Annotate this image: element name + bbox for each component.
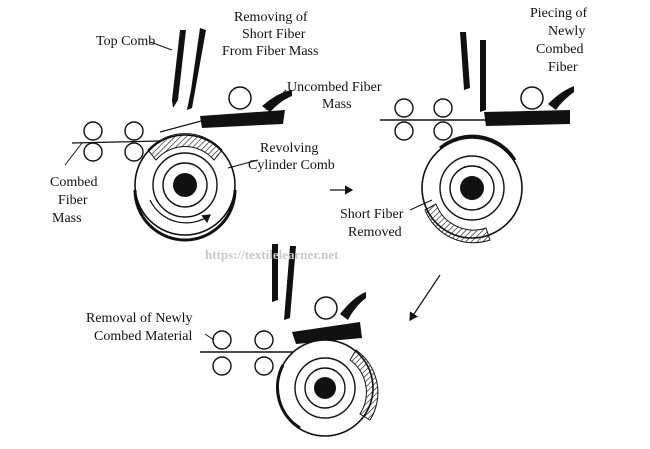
label-removal-2: Combed Material: [94, 329, 192, 344]
stage-3-removal: [200, 244, 379, 437]
detaching-roller-s2-2: [394, 121, 414, 141]
feed-roller: [228, 86, 252, 110]
detaching-roller-bottom-1: [83, 142, 103, 162]
feed-roller-s3: [314, 296, 338, 320]
cylinder-rim: [133, 189, 237, 242]
label-removing-1: Removing of: [234, 10, 308, 25]
detaching-roller-s3-3: [254, 330, 274, 350]
detaching-roller-s2-3: [433, 98, 453, 118]
leader-revolving: [227, 159, 259, 169]
top-comb-blade-s3: [272, 244, 278, 302]
detaching-roller-bottom-2: [124, 142, 144, 162]
stage-2-piecing: [380, 32, 574, 244]
detaching-roller-s3-4: [254, 356, 274, 376]
nipper-knife-s3: [340, 292, 366, 320]
detaching-roller-s2-4: [433, 121, 453, 141]
label-uncombed-1: Uncombed Fiber: [287, 80, 382, 95]
cylinder-shaft-s3: [314, 377, 336, 399]
cylinder-shaft: [173, 173, 197, 197]
top-comb-blade-s2b: [480, 40, 486, 112]
stage-1-combing: [64, 28, 292, 242]
cylinder-comb-hatched-s2: [424, 203, 491, 244]
label-revolving-2: Cylinder Comb: [248, 158, 335, 173]
label-short-fiber-2: Removed: [348, 225, 402, 240]
label-combed-3: Mass: [52, 211, 82, 226]
cylinder-comb-hatched-s3: [349, 349, 379, 421]
label-combed-1: Combed: [50, 175, 97, 190]
label-revolving-1: Revolving: [260, 141, 318, 156]
detaching-roller-top-2: [124, 121, 144, 141]
cylinder-shaft-s2: [460, 176, 484, 200]
detaching-roller-s2-1: [394, 98, 414, 118]
leader-combed: [64, 142, 83, 166]
rotation-arrow: [149, 199, 211, 224]
label-uncombed-2: Mass: [322, 97, 352, 112]
detaching-roller-s3-2: [212, 356, 232, 376]
label-removing-2: Short Fiber: [242, 27, 306, 42]
detaching-roller-top-1: [83, 121, 103, 141]
feed-roller-s2: [520, 86, 544, 110]
label-removing-3: From Fiber Mass: [222, 44, 318, 59]
top-comb-blade: [172, 30, 186, 108]
fiber-fringe: [159, 119, 206, 133]
label-piecing-1: Piecing of: [530, 6, 587, 21]
combed-web: [71, 140, 161, 144]
cylinder-rim-s2: [439, 134, 517, 161]
flow-arrow-2: [409, 274, 441, 321]
label-top-comb: Top Comb: [96, 34, 155, 49]
label-combed-2: Fiber: [58, 193, 88, 208]
cylinder-rim-s3: [276, 364, 301, 430]
nipper-plate: [200, 110, 285, 128]
top-comb-blade-2: [187, 28, 206, 110]
top-comb-blade-s2: [460, 32, 470, 90]
leader-removal: [204, 333, 215, 341]
nipper-knife-s2: [548, 86, 574, 110]
label-short-fiber-1: Short Fiber: [340, 207, 404, 222]
watermark: https://textilelearner.net: [205, 247, 339, 262]
leader-uncombed: [265, 89, 287, 111]
nipper-plate-s3: [292, 322, 362, 344]
label-piecing-2: Newly: [548, 24, 585, 39]
leader-short-fiber: [409, 199, 433, 211]
cylinder-comb-hatched: [147, 133, 223, 161]
label-piecing-3: Combed: [536, 42, 583, 57]
label-removal-1: Removal of Newly: [86, 311, 193, 326]
label-piecing-4: Fiber: [548, 60, 578, 75]
leader-top-comb: [149, 41, 173, 51]
detaching-roller-s3-1: [212, 330, 232, 350]
top-comb-blade-s3b: [284, 246, 296, 320]
nipper-plate-s2: [484, 110, 570, 126]
